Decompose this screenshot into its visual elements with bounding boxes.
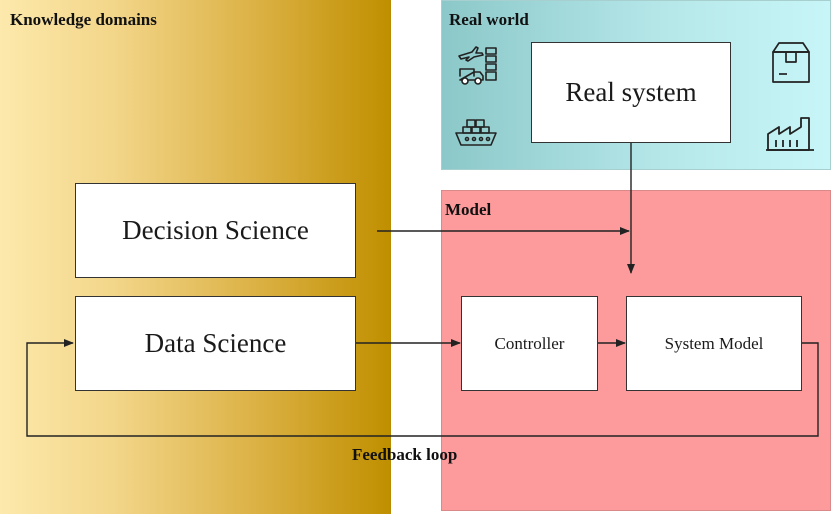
model-title: Model (445, 200, 492, 219)
factory-icon (766, 117, 814, 151)
cargo-ship-icon (455, 119, 497, 146)
real-world-title: Real world (449, 10, 529, 29)
decision-science-box: Decision Science (75, 183, 356, 278)
feedback-loop-line (26, 339, 819, 437)
system-model-box: System Model (626, 296, 802, 391)
controller-box: Controller (461, 296, 598, 391)
plane-truck-cargo-icon (458, 46, 497, 85)
knowledge-domains-title: Knowledge domains (10, 10, 157, 29)
feedback-loop-label: Feedback loop (352, 445, 458, 464)
data-science-box: Data Science (75, 296, 356, 391)
package-box-icon (772, 42, 810, 83)
real-system-box: Real system (531, 42, 731, 143)
